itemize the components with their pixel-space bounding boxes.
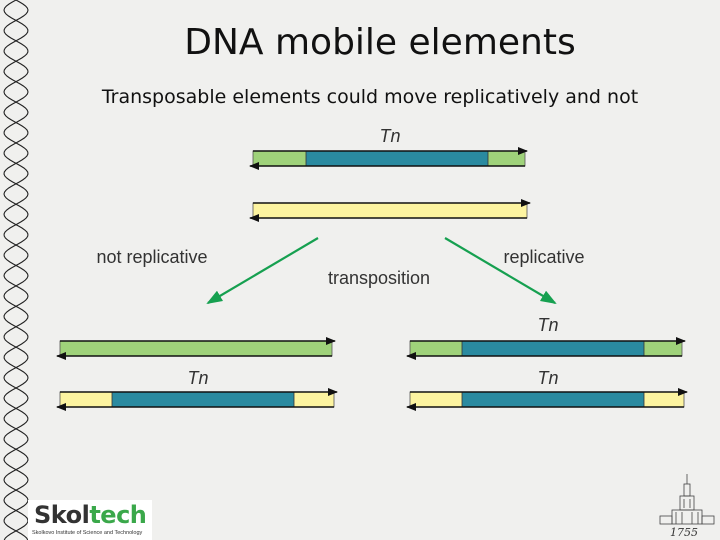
left-tn-label: Tn bbox=[187, 368, 208, 388]
right-donor-transposon bbox=[462, 341, 644, 356]
donor-tn-label: Tn bbox=[379, 126, 400, 146]
left-green-strand bbox=[57, 341, 335, 356]
left-yellow-strand bbox=[57, 392, 337, 407]
logo-year: 1755 bbox=[670, 526, 698, 539]
right-green-strand bbox=[407, 341, 685, 356]
not-replicative-label: not replicative bbox=[96, 247, 207, 267]
right-inserted-transposon bbox=[462, 392, 644, 407]
right-yellow-strand bbox=[407, 392, 687, 407]
logo-wordmark: Skoltech bbox=[34, 501, 146, 529]
right-copy-tn-label: Tn bbox=[537, 368, 558, 388]
left-inserted-transposon bbox=[112, 392, 294, 407]
donor-green-strand bbox=[250, 151, 527, 166]
donor-transposon bbox=[306, 151, 488, 166]
right-donor-tn-label: Tn bbox=[537, 315, 558, 335]
replicative-label: replicative bbox=[503, 247, 584, 267]
transposition-label: transposition bbox=[328, 268, 430, 288]
skoltech-logo: Skoltech Skolkovo Institute of Science a… bbox=[28, 500, 152, 540]
logo-tagline: Skolkovo Institute of Science and Techno… bbox=[32, 530, 142, 536]
not-replicative-arrow bbox=[208, 238, 318, 303]
target-yellow-strand bbox=[250, 203, 530, 218]
